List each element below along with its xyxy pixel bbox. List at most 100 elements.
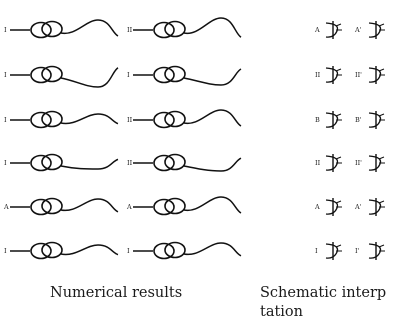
row-label-left: I (4, 26, 7, 34)
wake-curve (60, 198, 119, 213)
vortex-ring (153, 242, 175, 260)
schematic-label-right: II' (355, 159, 362, 167)
vortex-ring (30, 242, 52, 260)
schematic-label-right: A' (354, 203, 362, 211)
wake-curve (60, 67, 119, 88)
row-label-right: II (127, 26, 133, 34)
schematic-row: B B' (315, 111, 385, 129)
wake-curve (183, 68, 242, 86)
vortex-ring (164, 153, 186, 171)
vortex-ring (30, 66, 52, 84)
schematic-arrow (378, 23, 385, 31)
vortex-ring (153, 21, 175, 39)
schematic-caption-line1: Schematic interp (260, 285, 387, 301)
row-label-left: I (4, 159, 7, 167)
vortex-ring (41, 65, 63, 83)
wake-curve (60, 158, 119, 170)
row-label-right: II (127, 116, 133, 124)
schematic-arrow (378, 200, 385, 208)
schematic-arrow (378, 156, 385, 164)
vortex-ring (164, 241, 186, 259)
row-label-left: I (4, 71, 7, 79)
row-label-left: I (4, 116, 7, 124)
vortex-ring (164, 110, 186, 128)
schematic-label-right: II' (355, 71, 362, 79)
schematic-arrow (378, 244, 385, 252)
schematic-loop (325, 67, 339, 83)
schematic-arrow (378, 68, 385, 76)
schematic-loop (325, 155, 339, 171)
schematic-loop (325, 199, 339, 215)
wake-curve (183, 196, 242, 214)
schematic-row: A A' (314, 198, 385, 216)
vortex-ring (164, 20, 186, 38)
vortex-ring (153, 111, 175, 129)
vortex-ring (164, 65, 186, 83)
vortex-ring (41, 110, 63, 128)
schematic-row: II II' (315, 154, 385, 172)
schematic-loop (325, 243, 339, 259)
schematic-loop (368, 67, 382, 83)
schematic-arrow (378, 113, 385, 121)
vortex-ring (164, 197, 186, 215)
schematic-row: I I' (315, 242, 385, 260)
schematic-arrow (335, 113, 342, 121)
schematic-arrow (335, 244, 342, 252)
schematic-label-right: B' (355, 116, 362, 124)
vortex-ring (30, 154, 52, 172)
vortex-ring (153, 198, 175, 216)
schematic-loop (368, 112, 382, 128)
wake-curve (60, 244, 119, 256)
wake-curve (60, 19, 119, 37)
schematic-loop (368, 155, 382, 171)
schematic-caption-line2: tation (260, 304, 304, 320)
numerical-results-caption: Numerical results (50, 285, 183, 301)
vortex-ring (41, 153, 63, 171)
vortex-ring (153, 66, 175, 84)
schematic-label-left: A (314, 26, 320, 34)
schematic-row: II II' (315, 66, 385, 84)
wake-curve (183, 17, 242, 38)
vortex-ring (41, 20, 63, 38)
schematic-label-left: II (315, 71, 321, 79)
schematic-label-left: II (315, 159, 321, 167)
vortex-ring (41, 197, 63, 215)
schematic-label-right: A' (354, 26, 362, 34)
row-label-right: II (127, 159, 133, 167)
schematic-loop (325, 112, 339, 128)
schematic-row: A A' (314, 21, 385, 39)
wake-curve (183, 157, 242, 172)
schematic-arrow (335, 23, 342, 31)
schematic-arrow (335, 156, 342, 164)
row-label-right: I (127, 71, 130, 79)
row-label-right: I (127, 247, 130, 255)
schematic-label-right: I' (355, 247, 360, 255)
vortex-ring (30, 111, 52, 129)
row-label-left: I (4, 247, 7, 255)
wake-curve (183, 242, 242, 257)
schematic-loop (368, 22, 382, 38)
row-label-right: A (126, 203, 132, 211)
schematic-label-left: I (315, 247, 318, 255)
vortex-ring (41, 241, 63, 259)
vortex-ring (30, 198, 52, 216)
schematic-loop (368, 199, 382, 215)
wake-curve (60, 113, 119, 125)
vortex-ring (153, 154, 175, 172)
schematic-arrow (335, 68, 342, 76)
schematic-arrow (335, 200, 342, 208)
row-label-left: A (3, 203, 9, 211)
schematic-label-left: A (314, 203, 320, 211)
schematic-loop (368, 243, 382, 259)
schematic-loop (325, 22, 339, 38)
schematic-label-left: B (315, 116, 320, 124)
wake-curve (183, 109, 242, 127)
vortex-ring (30, 21, 52, 39)
